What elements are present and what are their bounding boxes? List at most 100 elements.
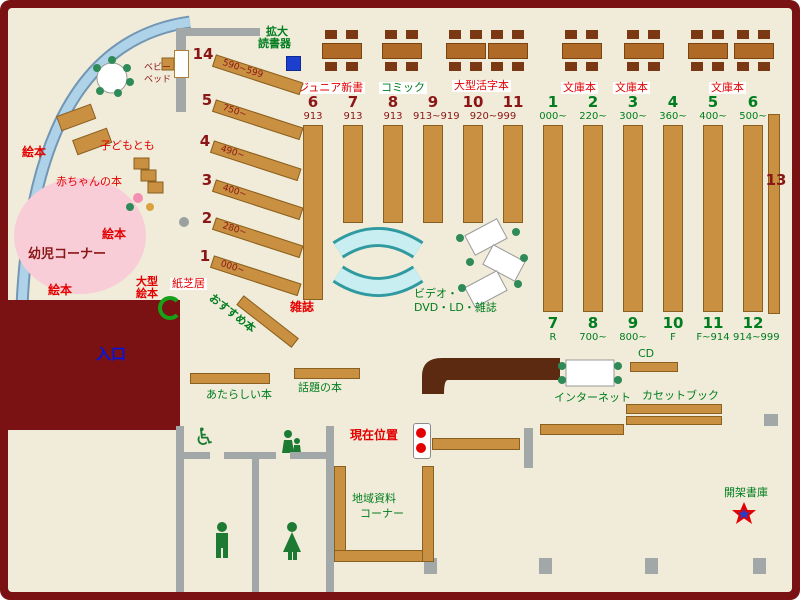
stack-range: 700~ bbox=[579, 332, 607, 343]
wall bbox=[186, 28, 260, 36]
magnifier-device-icon bbox=[286, 56, 301, 71]
av-tables bbox=[456, 218, 528, 308]
wall bbox=[326, 426, 334, 592]
stack-range: 913~919 bbox=[413, 111, 460, 122]
bookshelf-column bbox=[703, 125, 723, 312]
magnifier-label-line2: 読書器 bbox=[258, 37, 291, 50]
internet-table bbox=[558, 359, 622, 387]
wall bbox=[224, 452, 276, 459]
stack-range: F bbox=[670, 332, 676, 343]
pillar bbox=[539, 558, 552, 574]
kids-tables bbox=[56, 57, 175, 194]
baby-bed bbox=[174, 50, 189, 78]
kodomo-books-label: 子どもとも bbox=[100, 139, 155, 152]
bunko-label: 文庫本 bbox=[561, 81, 598, 95]
local-materials-label-line2: コーナー bbox=[360, 507, 404, 520]
stack-number: 8 bbox=[387, 93, 399, 111]
av-label-line1: ビデオ・ bbox=[414, 287, 458, 300]
wall-shelf bbox=[768, 114, 780, 314]
stack-number: 10 bbox=[462, 93, 484, 111]
cd-label: CD bbox=[638, 347, 655, 360]
cassette-shelf bbox=[626, 416, 722, 425]
baby-bed-label-line2: ベッド bbox=[144, 75, 172, 85]
large-picture-books-label-line1: 大型 bbox=[136, 275, 158, 288]
service-counter bbox=[422, 358, 560, 394]
stack-number: 7 bbox=[547, 314, 559, 332]
entrance-zone bbox=[8, 300, 180, 430]
wall-shelf-number: 13 bbox=[765, 171, 787, 189]
bookshelf-column bbox=[343, 125, 363, 223]
magnifier-label-line1: 拡大 bbox=[266, 25, 288, 38]
stack-number: 6 bbox=[307, 93, 319, 111]
current-location-marker bbox=[413, 423, 431, 459]
kamishibai-seat bbox=[158, 296, 182, 320]
comic-label: コミック bbox=[379, 81, 427, 95]
baby-bed-label-line1: ベビー bbox=[144, 63, 172, 73]
large-print-label: 大型活字本 bbox=[452, 79, 511, 93]
pillar bbox=[764, 414, 778, 426]
shelf bbox=[432, 438, 520, 450]
stack-number: 5 bbox=[707, 93, 719, 111]
stack-range: 913 bbox=[303, 111, 323, 122]
picture-books-label: 絵本 bbox=[102, 227, 127, 241]
bunko-label: 文庫本 bbox=[613, 81, 650, 95]
stack-number: 12 bbox=[742, 314, 764, 332]
wall bbox=[176, 426, 184, 592]
local-materials-shelf bbox=[334, 466, 346, 562]
stack-number: 9 bbox=[627, 314, 639, 332]
topic-books-shelf bbox=[294, 368, 360, 379]
reading-desk bbox=[382, 30, 422, 78]
wheelchair-icon: ♿ bbox=[194, 423, 216, 451]
wall bbox=[184, 452, 210, 459]
bookshelf-column bbox=[623, 125, 643, 312]
bunko-label: 文庫本 bbox=[709, 81, 746, 95]
star-icon bbox=[732, 502, 756, 524]
pillar-dot bbox=[179, 217, 189, 227]
diagonal-shelf-number: 14 bbox=[192, 45, 214, 63]
stack-number: 11 bbox=[702, 314, 724, 332]
diagonal-shelf-number: 3 bbox=[201, 171, 213, 189]
bookshelf-column bbox=[663, 125, 683, 312]
stack-number: 11 bbox=[502, 93, 524, 111]
picture-books-label: 絵本 bbox=[48, 283, 73, 297]
reading-desk bbox=[446, 30, 486, 78]
stack-number: 2 bbox=[587, 93, 599, 111]
diagonal-shelf-number: 1 bbox=[199, 247, 211, 265]
you-are-here-label: 現在位置 bbox=[350, 428, 399, 442]
reading-desk bbox=[734, 30, 774, 78]
stack-range: 400~ bbox=[699, 111, 727, 122]
reading-desk bbox=[322, 30, 362, 78]
local-materials-shelf bbox=[334, 550, 434, 562]
stack-range: 000~ bbox=[539, 111, 567, 122]
local-materials-label-line1: 地域資料 bbox=[352, 492, 396, 505]
stack-number: 9 bbox=[427, 93, 439, 111]
stack-number: 1 bbox=[547, 93, 559, 111]
stack-range: 800~ bbox=[619, 332, 647, 343]
womens-toilet-icon bbox=[283, 522, 301, 560]
infant-corner-carpet bbox=[14, 178, 146, 294]
wall bbox=[290, 452, 326, 459]
topic-books-label: 話題の本 bbox=[298, 381, 342, 394]
diagonal-shelf-number: 4 bbox=[199, 132, 211, 150]
av-label-line2: DVD・LD・雑誌 bbox=[414, 301, 497, 314]
bookshelf-column bbox=[583, 125, 603, 312]
reading-desk bbox=[624, 30, 664, 78]
junior-shinsho-label: ジュニア新書 bbox=[296, 81, 366, 95]
stack-range: 220~ bbox=[579, 111, 607, 122]
stack-range: 500~ bbox=[739, 111, 767, 122]
cassette-label: カセットブック bbox=[642, 389, 719, 402]
entrance-label: 入口 bbox=[96, 345, 127, 363]
magazines-label: 雑誌 bbox=[290, 300, 315, 314]
picture-books-label: 絵本 bbox=[22, 145, 47, 159]
local-materials-shelf bbox=[422, 466, 434, 562]
diagonal-shelf-number: 5 bbox=[201, 91, 213, 109]
bookshelf-column bbox=[543, 125, 563, 312]
shelf bbox=[540, 424, 624, 435]
stack-number: 6 bbox=[747, 93, 759, 111]
bookshelf-column bbox=[303, 125, 323, 300]
browsing-sofas bbox=[332, 227, 424, 297]
reading-desk bbox=[488, 30, 528, 78]
cassette-shelf bbox=[626, 404, 722, 414]
